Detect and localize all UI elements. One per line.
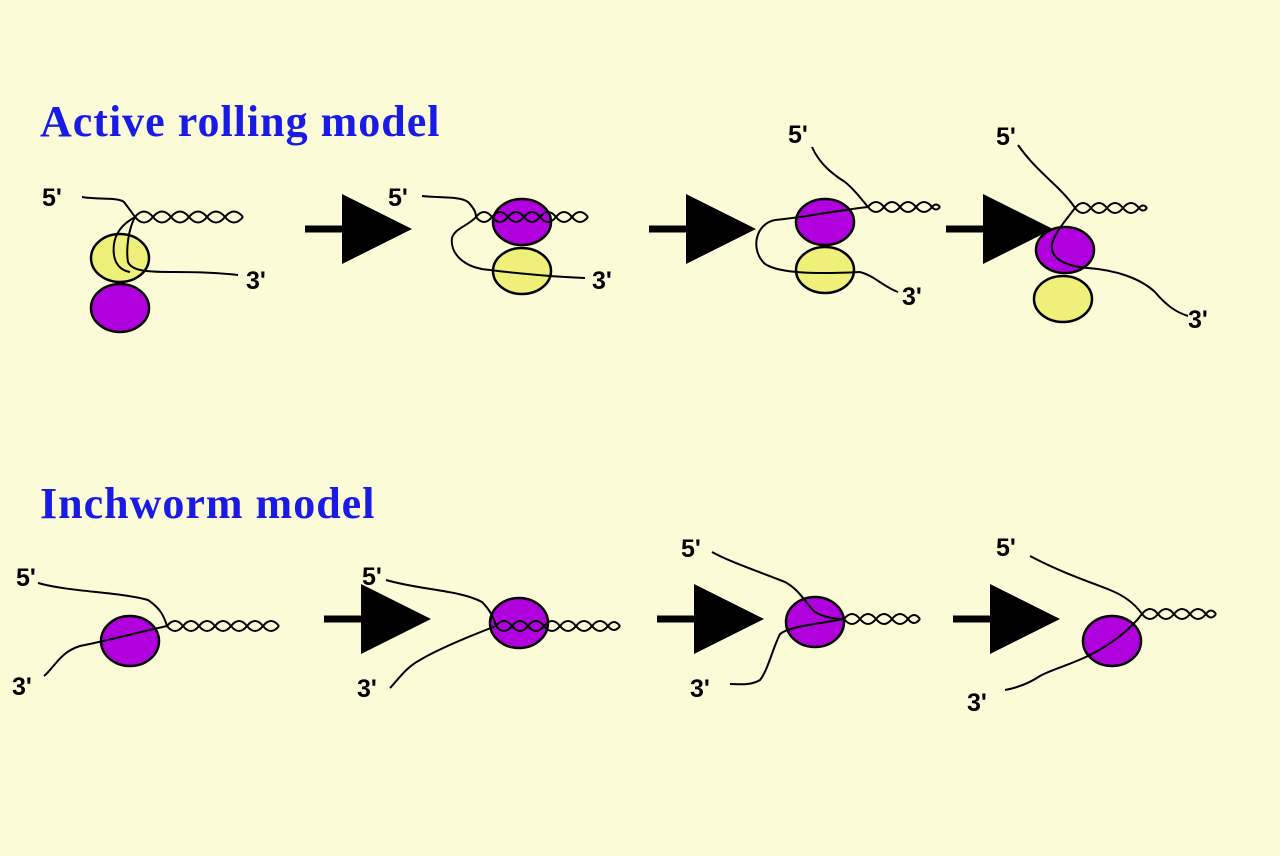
yellow-protein-subunit bbox=[794, 245, 856, 295]
rolling-step-2: 5' 3' bbox=[388, 184, 612, 296]
yellow-protein-subunit bbox=[89, 232, 151, 284]
dna-double-helix bbox=[843, 613, 921, 625]
label-three-prime: 3' bbox=[592, 267, 612, 295]
three-prime-strand bbox=[126, 216, 239, 276]
five-prime-strand bbox=[1017, 144, 1089, 269]
purple-protein-subunit bbox=[89, 282, 151, 334]
dna-double-helix bbox=[1141, 608, 1217, 620]
dna-double-helix bbox=[495, 620, 621, 632]
dna-double-helix bbox=[1074, 202, 1148, 214]
rolling-step-3: 5' 3' bbox=[755, 121, 941, 311]
three-prime-strand bbox=[1004, 613, 1143, 691]
label-five-prime: 5' bbox=[996, 123, 1016, 151]
inchworm-step-2: 5' 3' bbox=[357, 563, 621, 703]
label-five-prime: 5' bbox=[388, 184, 408, 212]
five-prime-strand bbox=[755, 146, 870, 275]
label-five-prime: 5' bbox=[788, 121, 808, 149]
label-five-prime: 5' bbox=[362, 563, 382, 591]
dna-double-helix bbox=[475, 211, 589, 223]
inchworm-title: Inchworm model bbox=[40, 479, 376, 528]
five-prime-strand bbox=[37, 582, 168, 627]
five-prime-strand bbox=[385, 579, 497, 627]
label-five-prime: 5' bbox=[996, 534, 1016, 562]
rolling-step-4: 5' 3' bbox=[996, 123, 1208, 334]
purple-protein-subunit bbox=[1034, 225, 1096, 275]
purple-protein bbox=[99, 614, 161, 668]
three-prime-strand bbox=[489, 269, 586, 279]
label-three-prime: 3' bbox=[246, 267, 266, 295]
three-prime-strand bbox=[43, 625, 168, 677]
five-prime-strand bbox=[1029, 555, 1143, 615]
dna-double-helix bbox=[166, 620, 280, 632]
three-prime-strand bbox=[729, 618, 845, 686]
three-prime-strand bbox=[1087, 267, 1189, 317]
label-three-prime: 3' bbox=[967, 689, 987, 717]
five-prime-strand bbox=[711, 551, 845, 620]
label-three-prime: 3' bbox=[902, 283, 922, 311]
inchworm-step-4: 5' 3' bbox=[967, 534, 1217, 717]
purple-protein bbox=[784, 595, 846, 649]
dna-double-helix bbox=[134, 210, 244, 224]
label-three-prime: 3' bbox=[690, 675, 710, 703]
purple-protein-subunit bbox=[794, 197, 856, 247]
yellow-protein-subunit bbox=[1032, 274, 1094, 324]
active-rolling-title: Active rolling model bbox=[40, 97, 441, 146]
label-three-prime: 3' bbox=[12, 673, 32, 701]
rolling-step-1: 5' 3' bbox=[42, 184, 266, 334]
label-five-prime: 5' bbox=[42, 184, 62, 212]
label-five-prime: 5' bbox=[681, 535, 701, 563]
label-five-prime: 5' bbox=[16, 564, 36, 592]
inchworm-step-3: 5' 3' bbox=[681, 535, 921, 703]
three-prime-strand bbox=[389, 625, 497, 689]
inchworm-step-1: 5' 3' bbox=[12, 564, 280, 701]
five-prime-strand bbox=[421, 195, 491, 271]
label-three-prime: 3' bbox=[357, 675, 377, 703]
three-prime-strand bbox=[859, 271, 899, 293]
dna-double-helix bbox=[867, 201, 941, 213]
label-three-prime: 3' bbox=[1188, 306, 1208, 334]
